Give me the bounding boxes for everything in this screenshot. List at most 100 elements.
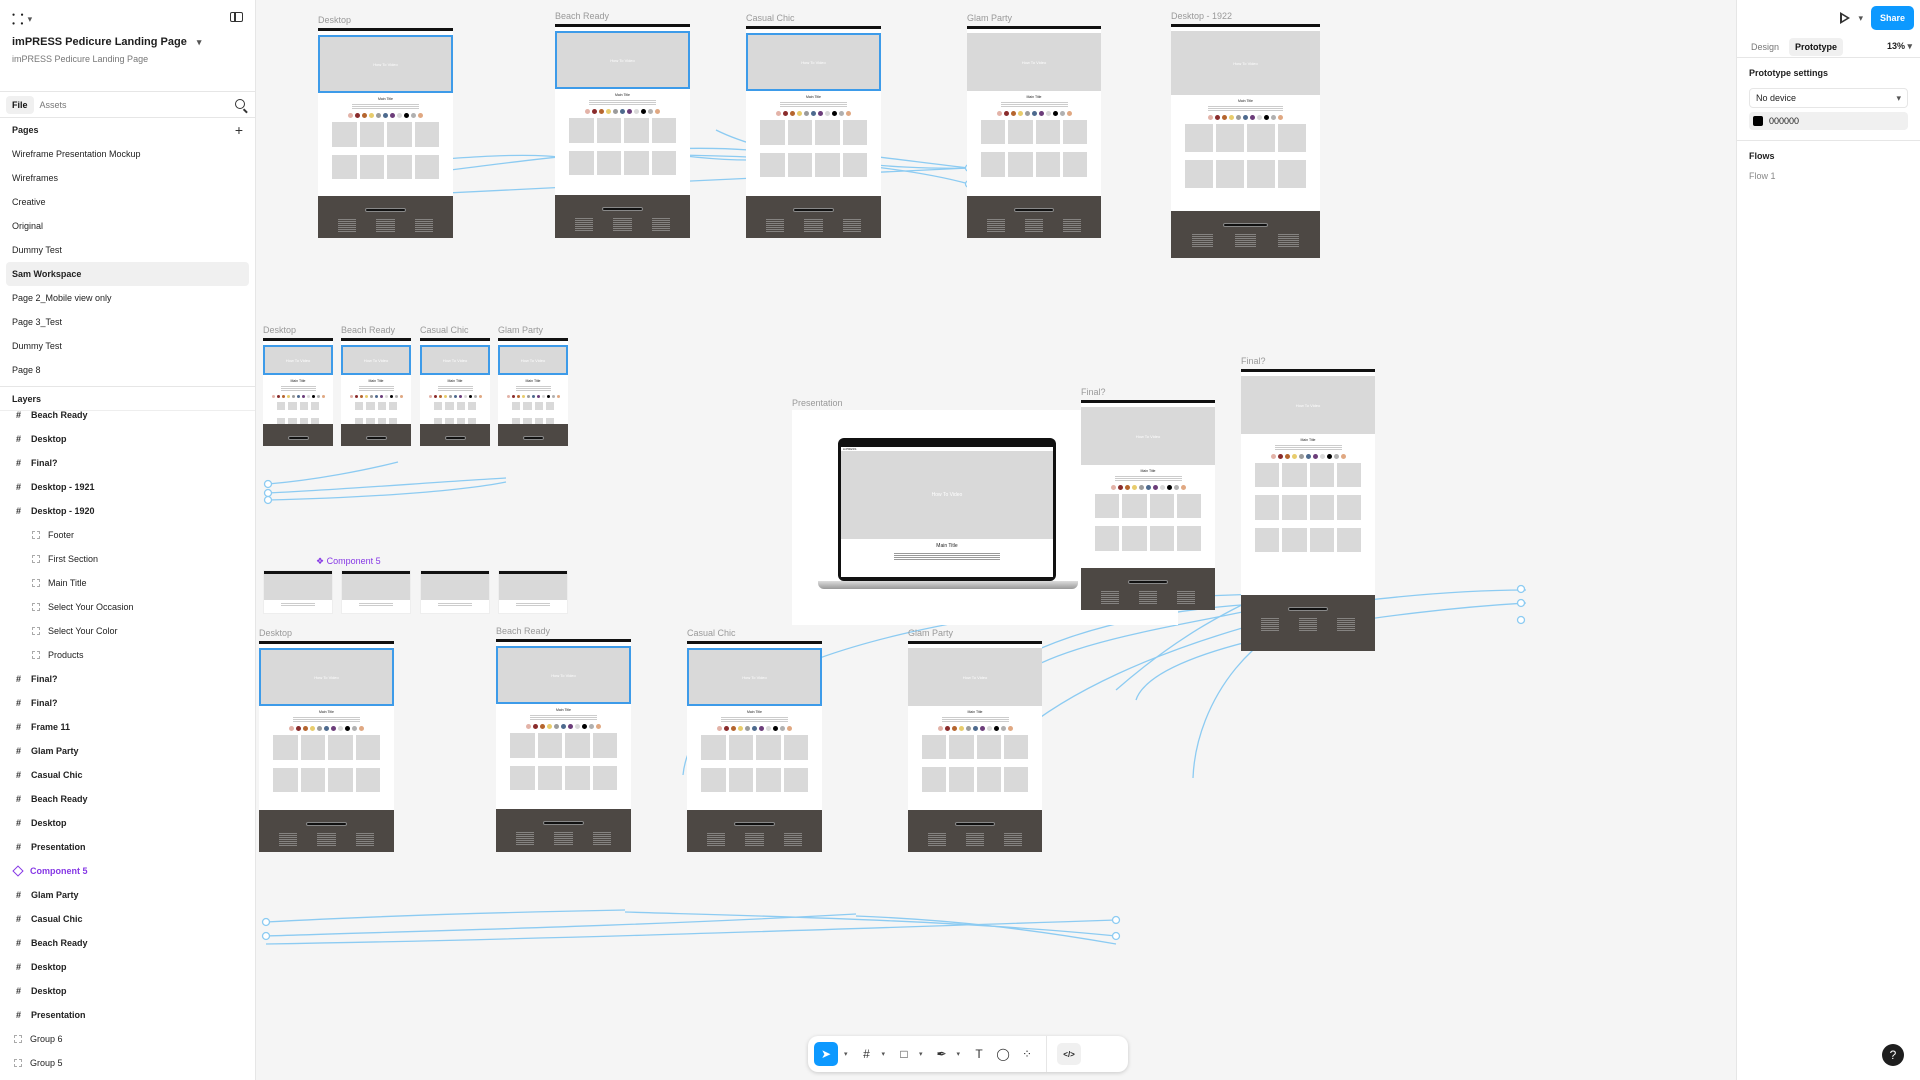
color-swatch[interactable] bbox=[390, 113, 395, 118]
frame-label[interactable]: Casual Chic bbox=[687, 628, 736, 638]
color-swatch[interactable] bbox=[276, 395, 280, 398]
color-swatch[interactable] bbox=[521, 395, 525, 398]
color-swatch[interactable] bbox=[354, 395, 358, 398]
color-swatch[interactable] bbox=[1319, 454, 1325, 459]
color-swatch[interactable] bbox=[355, 113, 360, 118]
color-swatch[interactable] bbox=[1180, 485, 1186, 490]
color-swatch[interactable] bbox=[1000, 726, 1006, 731]
product-card[interactable] bbox=[981, 152, 1006, 177]
page-item[interactable]: Dummy Test bbox=[12, 245, 62, 255]
product-card[interactable] bbox=[1122, 526, 1147, 551]
product-card[interactable] bbox=[701, 767, 726, 792]
color-swatch[interactable] bbox=[511, 395, 515, 398]
color-swatch[interactable] bbox=[1052, 111, 1058, 116]
layer-item[interactable]: Footer bbox=[0, 523, 255, 547]
share-button[interactable]: Share bbox=[1870, 6, 1914, 30]
tab-design[interactable]: Design bbox=[1751, 41, 1780, 52]
hero-video-placeholder[interactable]: How To Video bbox=[496, 646, 631, 704]
layer-item[interactable]: First Section bbox=[0, 547, 255, 571]
color-swatch[interactable] bbox=[585, 109, 590, 114]
product-card[interactable] bbox=[434, 418, 443, 427]
color-swatch[interactable] bbox=[825, 111, 830, 116]
color-swatch[interactable] bbox=[738, 726, 743, 731]
color-swatch[interactable] bbox=[301, 395, 305, 398]
chevron-down-icon[interactable]: ▾ bbox=[1858, 12, 1863, 23]
product-card[interactable] bbox=[949, 735, 974, 760]
product-card[interactable] bbox=[1278, 124, 1306, 152]
layer-item[interactable]: #Desktop bbox=[0, 955, 255, 979]
color-swatch[interactable] bbox=[1264, 115, 1269, 120]
color-swatch[interactable] bbox=[1257, 115, 1262, 120]
color-swatch[interactable] bbox=[766, 726, 771, 731]
page-item[interactable]: Page 2_Mobile view only bbox=[12, 293, 112, 303]
tab-file[interactable]: File bbox=[6, 95, 34, 114]
chevron-down-icon[interactable]: ▾ bbox=[881, 1051, 886, 1058]
product-card[interactable] bbox=[1282, 495, 1307, 520]
color-swatch[interactable] bbox=[804, 111, 809, 116]
product-card[interactable] bbox=[624, 150, 649, 175]
product-card[interactable] bbox=[565, 765, 590, 790]
product-card[interactable] bbox=[523, 418, 532, 427]
product-card[interactable] bbox=[300, 735, 325, 760]
color-swatch[interactable] bbox=[383, 113, 388, 118]
layer-item[interactable]: #Beach Ready bbox=[0, 787, 255, 811]
product-card[interactable] bbox=[332, 122, 357, 147]
color-swatch[interactable] bbox=[1277, 454, 1283, 459]
device-select[interactable]: No device ▾ bbox=[1749, 88, 1908, 108]
shape-tool-button[interactable]: □ bbox=[895, 1042, 913, 1066]
product-card[interactable] bbox=[569, 150, 594, 175]
hero-video-placeholder[interactable]: How To Video bbox=[746, 33, 881, 91]
color-swatch[interactable] bbox=[1236, 115, 1241, 120]
layer-item[interactable]: Select Your Occasion bbox=[0, 595, 255, 619]
color-swatch[interactable] bbox=[433, 395, 437, 398]
product-card[interactable] bbox=[1278, 160, 1306, 188]
hero-video-placeholder[interactable]: How To Video bbox=[1081, 407, 1215, 465]
color-swatch[interactable] bbox=[536, 395, 540, 398]
color-swatch[interactable] bbox=[453, 395, 457, 398]
product-card[interactable] bbox=[842, 152, 867, 177]
product-card[interactable] bbox=[1062, 120, 1087, 145]
color-swatch[interactable] bbox=[348, 113, 353, 118]
layer-item[interactable]: #Casual Chic bbox=[0, 763, 255, 787]
color-swatch[interactable] bbox=[291, 395, 295, 398]
product-card[interactable] bbox=[815, 120, 840, 145]
product-card[interactable] bbox=[783, 767, 808, 792]
hero-video-placeholder[interactable]: How To Video bbox=[318, 35, 453, 93]
panel-toggle-icon[interactable] bbox=[230, 12, 243, 22]
color-swatch[interactable] bbox=[1278, 115, 1283, 120]
color-swatch[interactable] bbox=[783, 111, 788, 116]
frame-label[interactable]: Glam Party bbox=[908, 628, 954, 638]
product-card[interactable] bbox=[445, 418, 454, 427]
color-swatch[interactable] bbox=[759, 726, 764, 731]
color-swatch[interactable] bbox=[773, 726, 778, 731]
product-card[interactable] bbox=[377, 418, 386, 427]
product-card[interactable] bbox=[1003, 767, 1028, 792]
color-swatch[interactable] bbox=[303, 726, 308, 731]
color-swatch[interactable] bbox=[478, 395, 482, 398]
product-card[interactable] bbox=[1095, 526, 1120, 551]
color-swatch[interactable] bbox=[724, 726, 729, 731]
hero-video-placeholder[interactable]: How To Video bbox=[263, 345, 333, 375]
layer-item[interactable]: #Desktop bbox=[0, 811, 255, 835]
color-swatch[interactable] bbox=[463, 395, 467, 398]
color-swatch[interactable] bbox=[338, 726, 343, 731]
product-card[interactable] bbox=[1247, 124, 1275, 152]
color-swatch[interactable] bbox=[575, 724, 580, 729]
product-card[interactable] bbox=[277, 402, 286, 411]
product-card[interactable] bbox=[414, 122, 439, 147]
color-swatch[interactable] bbox=[589, 724, 594, 729]
color-swatch[interactable] bbox=[324, 726, 329, 731]
layer-item[interactable]: #Final? bbox=[0, 691, 255, 715]
layer-item[interactable]: #Final? bbox=[0, 451, 255, 475]
hero-video-placeholder[interactable]: How To Video bbox=[420, 345, 490, 375]
color-swatch[interactable] bbox=[1166, 485, 1172, 490]
product-card[interactable] bbox=[359, 154, 384, 179]
color-swatch[interactable] bbox=[376, 113, 381, 118]
color-swatch[interactable] bbox=[438, 395, 442, 398]
hero-video-placeholder[interactable]: How To Video bbox=[687, 648, 822, 706]
color-swatch[interactable] bbox=[1024, 111, 1030, 116]
product-card[interactable] bbox=[1176, 494, 1201, 519]
product-card[interactable] bbox=[651, 150, 676, 175]
product-card[interactable] bbox=[277, 418, 286, 427]
